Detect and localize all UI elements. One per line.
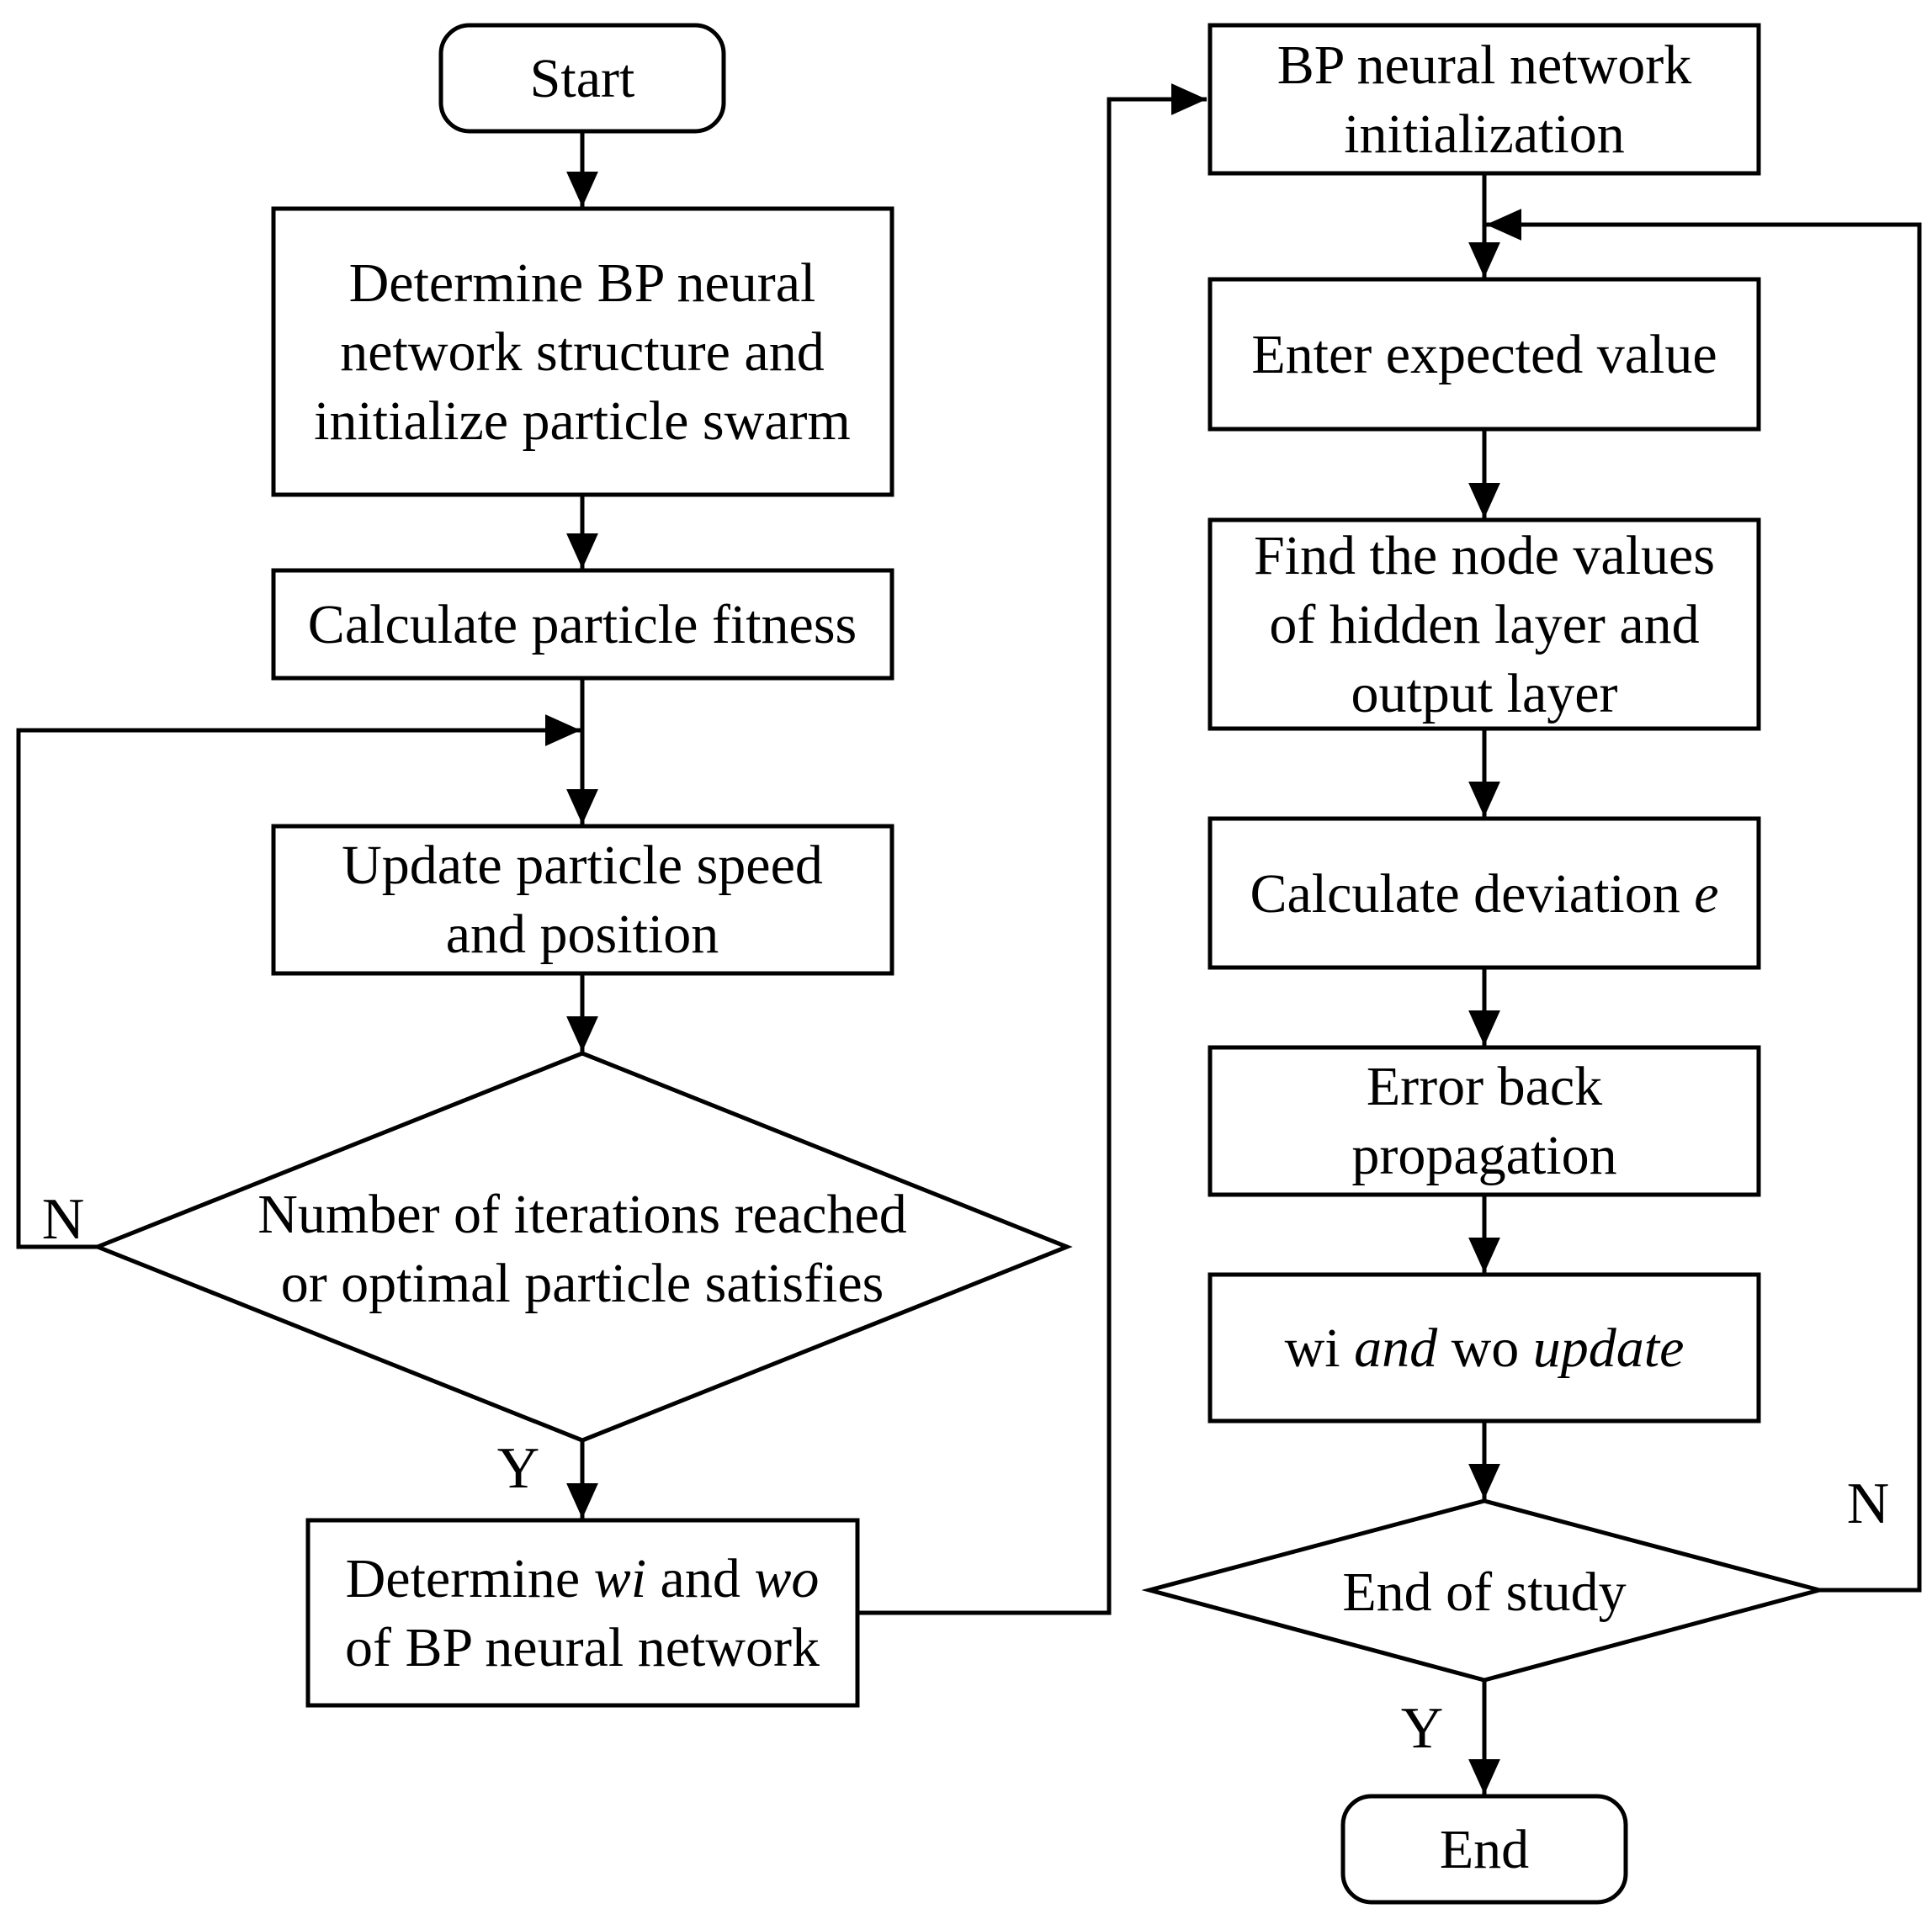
node-bp-init: BP neural network initialization xyxy=(1208,23,1761,176)
end-line-1: End xyxy=(1440,1819,1529,1880)
calc-deviation-line-1: Calculate deviation e xyxy=(1250,863,1718,925)
enter-expected-line-1: Enter expected value xyxy=(1251,324,1717,385)
error-back-line-2: propagation xyxy=(1351,1125,1616,1186)
node-update-speed: Update particle speed and position xyxy=(271,824,894,976)
update-speed-line-2: and position xyxy=(446,904,719,965)
node-enter-expected: Enter expected value xyxy=(1208,277,1761,432)
node-determine-wi-wo: Determine wi and wo of BP neural network xyxy=(305,1518,860,1708)
node-iter-decision: Number of iterations reached or optimal p… xyxy=(92,1051,1073,1443)
find-nodes-line-2: of hidden layer and xyxy=(1269,594,1699,655)
update-speed-line-1: Update particle speed xyxy=(342,835,823,896)
calc-deviation-box xyxy=(1208,816,1761,970)
determine-wi-wo-line-1: Determine wi and wo xyxy=(346,1548,820,1609)
node-start: Start xyxy=(438,23,726,134)
update-speed-box xyxy=(271,824,894,976)
determine-structure-line-2: network structure and xyxy=(340,321,824,383)
end-terminator xyxy=(1340,1794,1628,1905)
edge-to-bp-init xyxy=(857,83,1207,1615)
find-nodes-box xyxy=(1208,517,1761,731)
error-back-label: Error back propagation xyxy=(1351,1056,1616,1186)
node-end: End xyxy=(1340,1794,1628,1905)
node-find-nodes: Find the node values of hidden layer and o… xyxy=(1208,517,1761,731)
bp-init-line-1: BP neural network xyxy=(1277,34,1691,96)
end-study-line-1: End of study xyxy=(1342,1561,1626,1623)
update-speed-label: Update particle speed and position xyxy=(342,835,823,965)
node-wi-wo-update: wi and wo update xyxy=(1208,1272,1761,1424)
node-end-study: End of study xyxy=(1141,1498,1828,1683)
node-calc-deviation: Calculate deviation e xyxy=(1208,816,1761,970)
determine-structure-box xyxy=(271,206,894,497)
enter-expected-label: Enter expected value xyxy=(1251,324,1717,385)
determine-structure-line-3: initialize particle swarm xyxy=(314,390,851,452)
calc-fitness-line-1: Calculate particle fitness xyxy=(308,594,857,655)
determine-wi-wo-label: Determine wi and wo of BP neural network xyxy=(345,1548,820,1678)
find-nodes-label: Find the node values of hidden layer and o… xyxy=(1254,525,1715,724)
determine-structure-line-1: Determine BP neural xyxy=(349,252,816,314)
wi-wo-update-box xyxy=(1208,1272,1761,1424)
determine-wi-wo-box xyxy=(305,1518,860,1708)
bp-init-box xyxy=(1208,23,1761,176)
end-study-label: End of study xyxy=(1342,1561,1626,1623)
error-back-box xyxy=(1208,1045,1761,1197)
find-nodes-line-1: Find the node values xyxy=(1254,525,1715,586)
iter-decision-line-2: or optimal particle satisfies xyxy=(281,1253,884,1314)
determine-wi-wo-line-2: of BP neural network xyxy=(345,1617,820,1678)
iter-decision-label: Number of iterations reached or optimal p… xyxy=(257,1184,907,1314)
study-yes-label: Y xyxy=(1401,1696,1444,1761)
edge-iter-no-loop xyxy=(16,714,581,1249)
calc-fitness-label: Calculate particle fitness xyxy=(308,594,857,655)
node-calc-fitness: Calculate particle fitness xyxy=(271,568,894,681)
end-label: End xyxy=(1440,1819,1529,1880)
start-line-1: Start xyxy=(530,48,635,109)
node-determine-structure: Determine BP neural network structure and… xyxy=(271,206,894,497)
edges xyxy=(16,83,1922,1795)
iter-decision-diamond xyxy=(92,1051,1073,1443)
wi-wo-update-label: wi and wo update xyxy=(1285,1318,1685,1379)
iter-no-label: N xyxy=(42,1187,85,1252)
start-terminator xyxy=(438,23,726,134)
error-back-line-1: Error back xyxy=(1367,1056,1602,1117)
enter-expected-box xyxy=(1208,277,1761,432)
iter-decision-line-1: Number of iterations reached xyxy=(257,1184,907,1245)
wi-wo-update-line-1: wi and wo update xyxy=(1285,1318,1685,1379)
study-no-label: N xyxy=(1847,1471,1890,1536)
calc-deviation-label: Calculate deviation e xyxy=(1250,863,1718,925)
iter-yes-label: Y xyxy=(497,1436,540,1501)
node-error-back: Error back propagation xyxy=(1208,1045,1761,1197)
determine-structure-label: Determine BP neural network structure and… xyxy=(314,252,851,452)
bp-init-label: BP neural network initialization xyxy=(1277,34,1691,165)
edge-study-no-loop xyxy=(1486,209,1922,1593)
start-label: Start xyxy=(530,48,635,109)
end-study-diamond xyxy=(1141,1498,1828,1683)
find-nodes-line-3: output layer xyxy=(1351,663,1617,724)
calc-fitness-box xyxy=(271,568,894,681)
bp-init-line-2: initialization xyxy=(1344,103,1625,165)
